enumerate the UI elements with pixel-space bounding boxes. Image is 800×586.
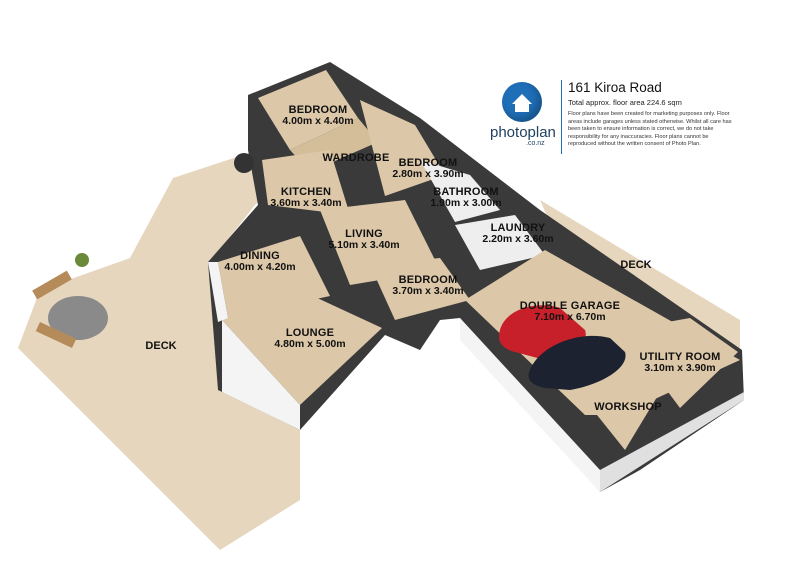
room-dimensions: 3.10m x 3.90m [644, 362, 716, 375]
room-label-dining: DINING 4.00m x 4.20m [224, 250, 295, 274]
room-label-laundry: LAUNDRY 2.20m x 3.60m [482, 222, 553, 246]
room-name: BEDROOM [288, 104, 348, 116]
room-dimensions: 1.90m x 3.00m [430, 197, 502, 210]
floor-lounge [222, 290, 382, 405]
room-name: BATHROOM [433, 186, 499, 198]
wall-face-dining [208, 262, 228, 322]
floor-bedroom-3 [370, 258, 470, 320]
floor-bathroom [420, 160, 500, 222]
room-label-bedroom-1: BEDROOM 4.00m x 4.40m [282, 104, 353, 128]
room-label-utility-room: UTILITY ROOM 3.10m x 3.90m [639, 351, 720, 375]
room-dimensions: 2.80m x 3.90m [392, 168, 464, 181]
room-dimensions: 5.10m x 3.40m [328, 239, 400, 252]
room-dimensions: 4.00m x 4.40m [282, 115, 354, 128]
room-label-bathroom: BATHROOM 1.90m x 3.00m [430, 186, 501, 210]
room-dimensions: 7.10m x 6.70m [534, 311, 606, 324]
room-label-bedroom-2: BEDROOM 2.80m x 3.90m [392, 157, 463, 181]
room-label-wardrobe: WARDROBE [323, 152, 390, 164]
floor-utility-room [622, 318, 738, 408]
room-label-bedroom-3: BEDROOM 3.70m x 3.40m [392, 274, 463, 298]
deck-label-right: DECK [620, 259, 652, 271]
room-name: WORKSHOP [594, 401, 662, 413]
room-name: LIVING [345, 228, 383, 240]
wall-face-lounge [222, 320, 300, 430]
room-name: UTILITY ROOM [639, 351, 721, 363]
lounger-2 [35, 322, 77, 348]
room-name: DOUBLE GARAGE [519, 300, 621, 312]
outdoor-table [234, 153, 254, 173]
floor-laundry [455, 215, 545, 270]
room-label-lounge: LOUNGE 4.80m x 5.00m [274, 327, 345, 351]
room-label-living: LIVING 5.10m x 3.40m [328, 228, 399, 252]
floor-bedroom-1 [258, 70, 358, 150]
room-name: LAUNDRY [490, 222, 546, 234]
room-dimensions: 3.70m x 3.40m [392, 285, 464, 298]
floor-workshop [585, 372, 660, 450]
header-divider [561, 80, 562, 154]
wall-face-front [600, 392, 744, 492]
room-name: BEDROOM [398, 157, 458, 169]
room-dimensions: 4.80m x 5.00m [274, 338, 346, 351]
photoplan-logo: photoplan .co.nz [490, 82, 562, 152]
lounger-1 [32, 270, 72, 300]
room-dimensions: 4.00m x 4.20m [224, 261, 296, 274]
floor-area: Total approx. floor area 224.6 sqm [568, 98, 682, 107]
room-label-kitchen: KITCHEN 3.60m x 3.40m [270, 186, 341, 210]
house-icon [512, 94, 532, 112]
floor-kitchen [262, 150, 350, 215]
room-name: DINING [240, 250, 280, 262]
room-name: LOUNGE [285, 327, 335, 339]
wall-face-garage [460, 318, 600, 492]
room-name: BEDROOM [398, 274, 458, 286]
plant [75, 253, 89, 267]
room-dimensions: 3.60m x 3.40m [270, 197, 342, 210]
right-deck [540, 200, 740, 350]
logo-suffix: .co.nz [526, 140, 545, 147]
logo-wordmark: photoplan [490, 124, 556, 141]
property-address: 161 Kiroa Road [568, 80, 662, 95]
disclaimer-text: Floor plans have been created for market… [568, 111, 732, 148]
room-name: WARDROBE [322, 152, 390, 164]
left-deck [18, 150, 300, 550]
car-black [528, 335, 626, 390]
room-name: KITCHEN [280, 186, 332, 198]
deck-label-left: DECK [145, 340, 177, 352]
umbrella [48, 296, 108, 340]
room-label-workshop: WORKSHOP [594, 401, 662, 413]
room-dimensions: 2.20m x 3.60m [482, 233, 554, 246]
floor-bedroom-2 [360, 100, 445, 196]
room-label-double-garage: DOUBLE GARAGE 7.10m x 6.70m [520, 300, 620, 324]
